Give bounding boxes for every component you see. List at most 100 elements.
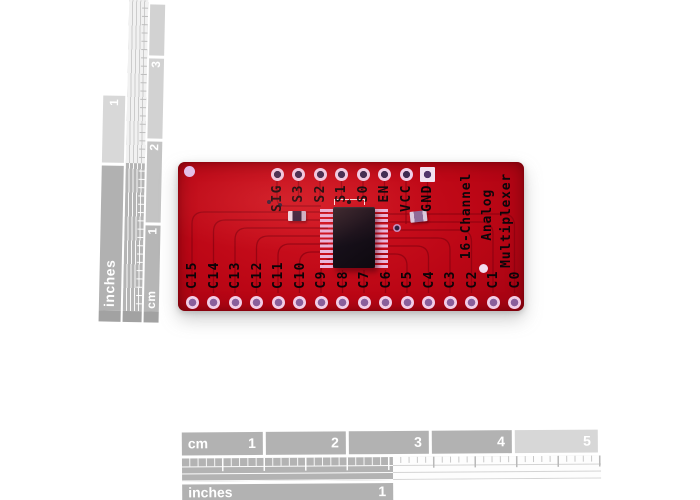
pin-label-s3: S3 xyxy=(291,184,306,203)
hole-c15 xyxy=(185,295,199,309)
via-ringed xyxy=(393,224,401,232)
bottom-ruler: cm 1 2 3 4 5 inches 1 xyxy=(181,429,602,500)
hole-sig xyxy=(270,167,284,181)
pin-label-s0: S0 xyxy=(355,184,371,203)
pin-label-c6: C6 xyxy=(378,270,394,289)
silkscreen-bracket-right xyxy=(350,199,365,205)
hole-c13 xyxy=(228,295,242,309)
pin-label-c13: C13 xyxy=(228,261,243,289)
bottom-ruler-cm-segment-3: 3 xyxy=(348,430,429,455)
left-ruler-endcap-inches xyxy=(98,310,121,322)
board-title-line-1: 16-Channel xyxy=(459,173,474,260)
pin-label-c0: C0 xyxy=(507,270,523,289)
bottom-ruler-cm-segment-1: cm 1 xyxy=(181,431,263,456)
left-ruler-cm-mark-3: 3 xyxy=(148,60,164,68)
left-ruler: 1 inches 3 2 1 cm xyxy=(97,0,168,325)
hole-vcc xyxy=(399,167,413,181)
bottom-ruler-tick-strip-right xyxy=(392,455,602,480)
pin-label-c10: C10 xyxy=(292,261,308,289)
hole-c11 xyxy=(271,295,285,309)
bottom-ruler-cm-label: cm xyxy=(187,435,209,452)
hole-c6 xyxy=(379,295,392,309)
bottom-ruler-cm-mark-1: 1 xyxy=(247,434,256,452)
hole-c5 xyxy=(400,295,414,309)
left-ruler-inch-segment-1: 1 xyxy=(101,95,126,163)
fiducial-dot xyxy=(479,264,488,273)
pin-label-c9: C9 xyxy=(314,270,329,289)
pin-label-c5: C5 xyxy=(400,270,415,289)
ic-chip xyxy=(333,207,375,268)
ic-pins-left xyxy=(320,209,333,269)
left-ruler-inch-mark-1: 1 xyxy=(107,98,122,107)
pin-label-c1: C1 xyxy=(486,270,501,289)
bottom-ruler-inches-bar: inches 1 xyxy=(182,482,394,500)
pin-label-c11: C11 xyxy=(271,261,286,289)
pin-label-s2: S2 xyxy=(312,184,328,203)
via-dot-1 xyxy=(278,203,282,207)
bottom-ruler-inches-label: inches xyxy=(188,484,233,500)
hole-c3 xyxy=(443,295,457,309)
left-ruler-cm-mark-2: 2 xyxy=(147,143,162,151)
hole-c12 xyxy=(250,295,263,309)
bottom-ruler-cm-segment-5: 5 xyxy=(514,429,598,454)
pin-label-en: EN xyxy=(377,184,392,203)
left-ruler-inches-label: inches xyxy=(100,259,118,307)
hole-c14 xyxy=(207,295,220,309)
hole-c1 xyxy=(486,295,500,309)
bottom-ruler-tick-strip-left xyxy=(181,456,394,482)
bottom-ruler-inch-mark-1: 1 xyxy=(378,483,387,500)
hole-en xyxy=(378,167,391,181)
pin-label-vcc: VCC xyxy=(398,184,414,212)
pin-label-c4: C4 xyxy=(421,270,437,289)
left-ruler-cm-segment-3: 3 xyxy=(147,58,165,139)
left-ruler-cm-mark-1: 1 xyxy=(145,227,160,235)
hole-s3 xyxy=(292,167,305,181)
left-ruler-tick-strip-lower xyxy=(122,162,145,312)
pin-label-c12: C12 xyxy=(249,261,265,289)
pin-label-c14: C14 xyxy=(206,261,222,289)
bottom-ruler-cm-mark-3: 3 xyxy=(413,433,422,450)
hole-c2 xyxy=(465,295,478,309)
bottom-ruler-cm-mark-2: 2 xyxy=(330,434,339,451)
hole-gnd-square-pad xyxy=(420,166,435,182)
via-dot-2 xyxy=(267,200,271,204)
pin-label-c7: C7 xyxy=(357,270,372,289)
hole-c10 xyxy=(293,295,306,309)
pin-label-c3: C3 xyxy=(443,270,458,289)
pin1-marker-dot xyxy=(347,200,351,204)
hole-s2 xyxy=(313,167,327,181)
bottom-ruler-cm-mark-4: 4 xyxy=(496,433,505,450)
left-ruler-cm-segment-top xyxy=(149,4,166,56)
left-ruler-endcap-strip xyxy=(122,310,142,323)
hole-s1 xyxy=(335,167,348,181)
left-ruler-cm-label: cm xyxy=(143,290,159,309)
hole-c8 xyxy=(336,295,349,309)
left-ruler-endcap-cm xyxy=(143,311,159,323)
pin-label-sig: SIG xyxy=(269,184,285,212)
left-ruler-cm-segment-2: 2 xyxy=(145,141,163,223)
pin-label-gnd: GND xyxy=(420,184,435,212)
bottom-ruler-cm-segment-4: 4 xyxy=(431,430,512,454)
hole-c7 xyxy=(357,295,371,309)
pin-label-c15: C15 xyxy=(185,261,200,289)
pin-label-s1: S1 xyxy=(334,184,349,203)
board-title-line-2: Analog xyxy=(480,189,495,241)
smd-resistor xyxy=(288,211,306,221)
left-ruler-cm-segment-1: 1 cm xyxy=(143,225,161,312)
hole-c9 xyxy=(314,295,328,309)
mounting-hole xyxy=(184,166,195,177)
left-ruler-inch-segment-0: inches xyxy=(98,165,124,311)
pin-label-c2: C2 xyxy=(464,270,480,289)
pcb-board: SIG S3 S2 S1 S0 EN VCC GND C15 C14 C13 C… xyxy=(178,162,524,311)
hole-s0 xyxy=(356,167,370,181)
hole-c4 xyxy=(422,295,435,309)
bottom-ruler-cm-segment-2: 2 xyxy=(265,431,346,455)
bottom-ruler-cm-mark-5: 5 xyxy=(582,432,591,449)
smd-capacitor xyxy=(409,210,428,223)
pin-label-c8: C8 xyxy=(335,270,351,289)
hole-c0 xyxy=(508,295,521,309)
board-title-line-3: Multiplexer xyxy=(499,173,514,268)
ic-pins-right xyxy=(375,209,388,269)
silkscreen-bracket-left xyxy=(334,199,349,205)
